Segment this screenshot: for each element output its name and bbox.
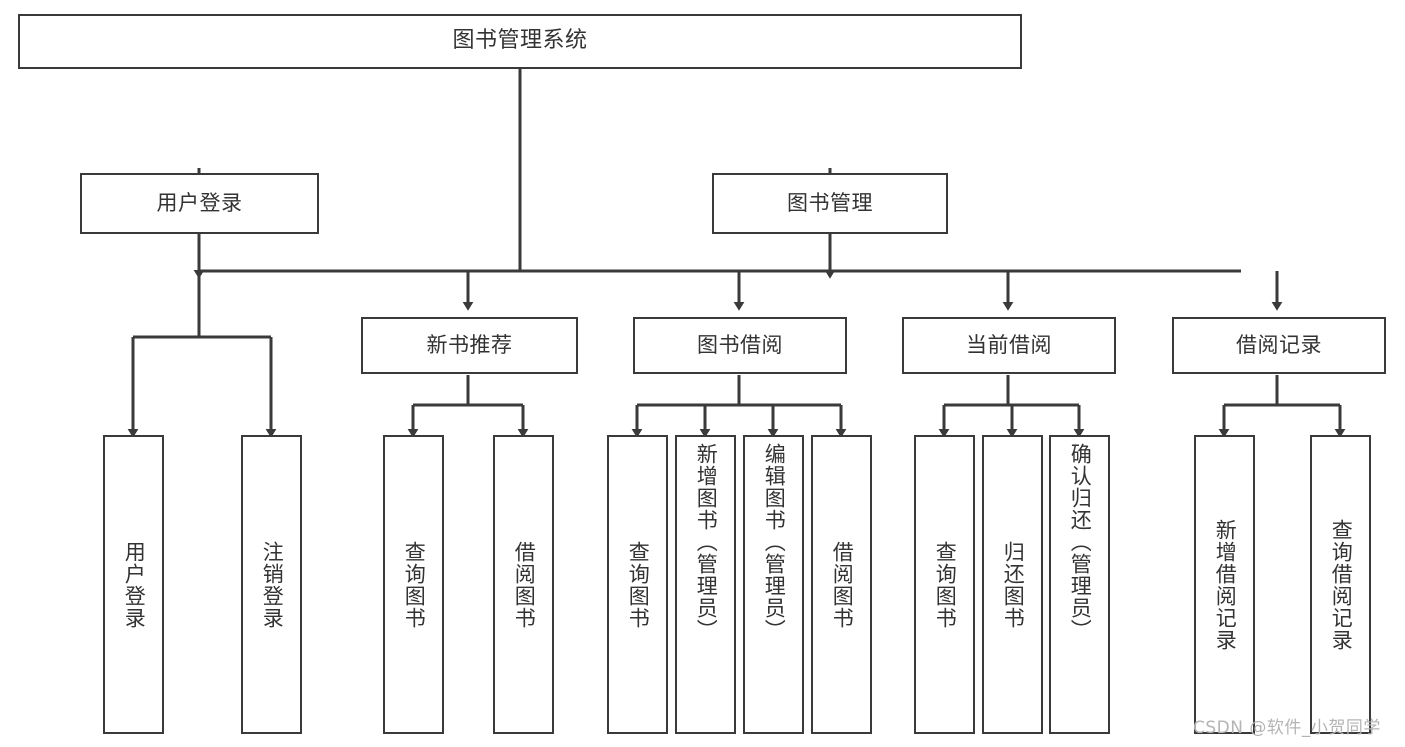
node-label: 借阅图书 xyxy=(512,540,537,629)
node-label: 新增图书（管理员） xyxy=(694,443,719,641)
node-label: 新增借阅记录 xyxy=(1213,518,1238,651)
node-label: 查询图书 xyxy=(402,540,427,629)
leaf-query-book-recommend[interactable]: 查询图书 xyxy=(383,435,444,734)
node-user-login[interactable]: 用户登录 xyxy=(80,173,319,234)
node-label: 用户登录 xyxy=(122,540,147,629)
leaf-user-login[interactable]: 用户登录 xyxy=(103,435,164,734)
node-label: 查询图书 xyxy=(933,540,958,629)
node-label: 编辑图书（管理员） xyxy=(762,443,787,641)
node-current-borrow[interactable]: 当前借阅 xyxy=(902,317,1116,374)
node-label: 借阅记录 xyxy=(1236,332,1322,357)
node-label: 借阅图书 xyxy=(830,540,855,629)
csdn-watermark: CSDN @软件_小贺同学 xyxy=(1193,718,1381,738)
leaf-query-book-borrow[interactable]: 查询图书 xyxy=(607,435,668,734)
node-label: 归还图书 xyxy=(1001,540,1026,629)
node-label: 注销登录 xyxy=(260,540,285,629)
node-new-book-recommend[interactable]: 新书推荐 xyxy=(361,317,578,374)
node-label: 图书借阅 xyxy=(697,332,783,357)
node-label: 用户登录 xyxy=(156,190,243,215)
node-label: 图书管理系统 xyxy=(452,28,588,54)
leaf-add-borrow-record[interactable]: 新增借阅记录 xyxy=(1194,435,1255,734)
node-label: 查询借阅记录 xyxy=(1329,518,1354,651)
leaf-logout-login[interactable]: 注销登录 xyxy=(241,435,302,734)
node-label: 当前借阅 xyxy=(966,332,1052,357)
leaf-edit-book-admin[interactable]: 编辑图书（管理员） xyxy=(743,435,804,734)
leaf-confirm-return-admin[interactable]: 确认归还（管理员） xyxy=(1049,435,1110,734)
leaf-query-borrow-record[interactable]: 查询借阅记录 xyxy=(1310,435,1371,734)
node-label: 新书推荐 xyxy=(426,332,513,357)
leaf-borrow-book-recommend[interactable]: 借阅图书 xyxy=(493,435,554,734)
node-book-borrow[interactable]: 图书借阅 xyxy=(633,317,847,374)
leaf-query-book-current[interactable]: 查询图书 xyxy=(914,435,975,734)
node-label: 图书管理 xyxy=(787,190,873,215)
node-borrow-record[interactable]: 借阅记录 xyxy=(1172,317,1386,374)
leaf-borrow-book[interactable]: 借阅图书 xyxy=(811,435,872,734)
node-book-management[interactable]: 图书管理 xyxy=(712,173,948,234)
node-root-book-management-system[interactable]: 图书管理系统 xyxy=(18,14,1022,69)
node-label: 查询图书 xyxy=(626,540,651,629)
leaf-return-book[interactable]: 归还图书 xyxy=(982,435,1043,734)
node-label: 确认归还（管理员） xyxy=(1068,443,1093,641)
leaf-add-book-admin[interactable]: 新增图书（管理员） xyxy=(675,435,736,734)
